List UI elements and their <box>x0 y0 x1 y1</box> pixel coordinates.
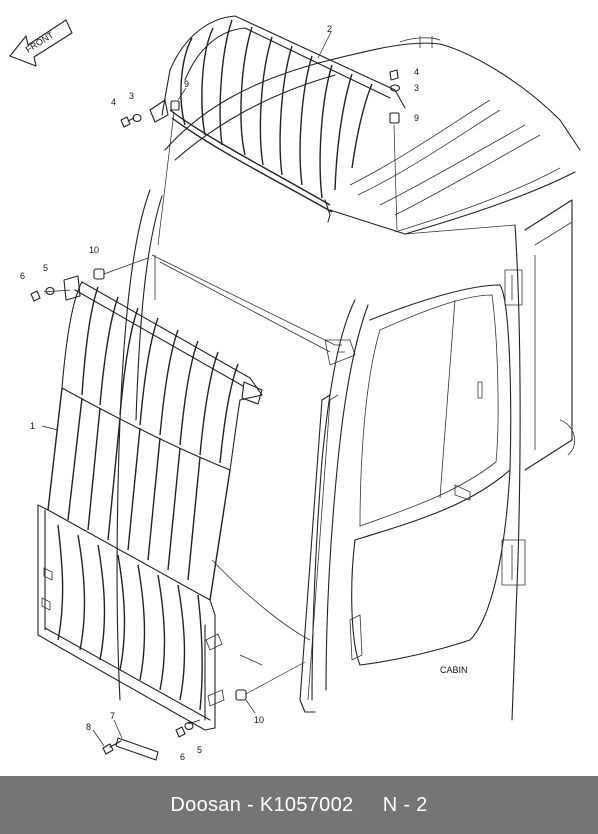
callout-4-right: 4 <box>414 67 419 77</box>
callout-4-left: 4 <box>111 97 116 107</box>
stay-bar <box>115 737 159 761</box>
front-guard <box>37 275 263 731</box>
front-label: FRONT <box>24 30 56 55</box>
callout-8: 8 <box>86 722 91 732</box>
callout-3-right: 3 <box>414 83 419 93</box>
callout-10-lower: 10 <box>254 715 264 725</box>
callout-1: 1 <box>30 421 35 431</box>
washer-5-lower <box>184 721 194 731</box>
footer-caption: Doosan - K1057002 N - 2 <box>0 794 598 817</box>
bolt-6-upper <box>30 290 41 302</box>
bolt-4-top-left <box>120 116 135 128</box>
callout-6-lower: 6 <box>180 752 185 762</box>
cabin-body <box>116 36 581 721</box>
pin <box>102 740 122 755</box>
callout-9-left: 9 <box>184 79 189 89</box>
footer-brand: Doosan <box>170 794 242 816</box>
footer-bar: Doosan - K1057002 N - 2 <box>0 776 598 834</box>
leader-lines <box>41 31 398 747</box>
washer-3-top-right <box>389 84 401 92</box>
spacer-9-top-left <box>170 100 180 111</box>
spacer-9-top-right <box>389 112 400 124</box>
callout-9-right: 9 <box>414 113 419 123</box>
cabin-label: CABIN <box>440 665 468 675</box>
callout-3-left: 3 <box>129 91 134 101</box>
footer-gap <box>353 794 382 816</box>
callout-5-upper: 5 <box>43 263 48 273</box>
bolt-6-lower <box>175 726 186 738</box>
footer-section: N - 2 <box>382 794 428 816</box>
top-guard <box>149 15 406 223</box>
callout-10-upper: 10 <box>89 245 99 255</box>
spacer-10-lower <box>235 689 247 701</box>
spacer-10-upper <box>93 268 105 280</box>
exploded-parts-drawing: FRONT <box>9 15 581 762</box>
front-arrow-icon <box>9 19 73 67</box>
bolt-4-top-right <box>389 69 399 81</box>
footer-separator: - <box>241 794 260 816</box>
callout-6-upper: 6 <box>20 271 25 281</box>
callout-5-lower: 5 <box>197 745 202 755</box>
footer-part-number: K1057002 <box>259 794 354 816</box>
callout-7: 7 <box>110 711 115 721</box>
callout-2: 2 <box>327 24 332 34</box>
